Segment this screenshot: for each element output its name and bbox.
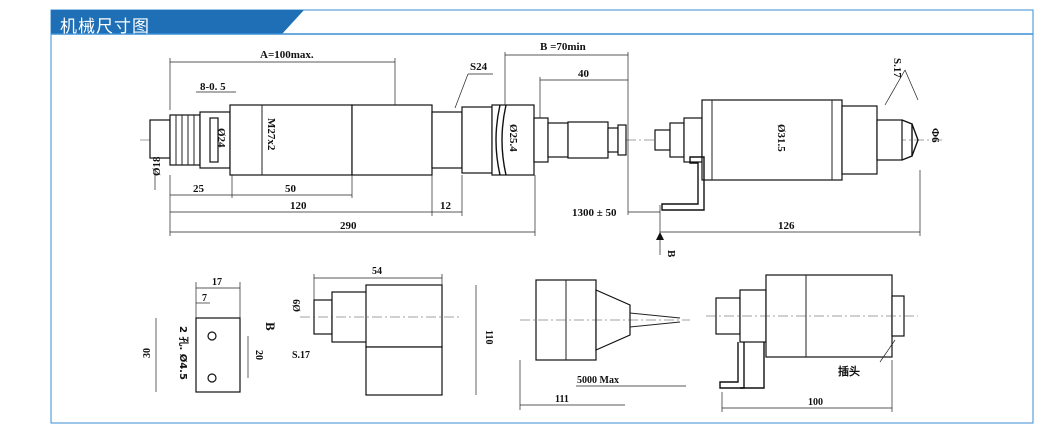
- title-tab: [51, 10, 304, 34]
- label-17: 17: [212, 277, 222, 288]
- label-8: 8-0. 5: [200, 81, 226, 93]
- label-126: 126: [778, 220, 795, 232]
- label-s17: S.17: [292, 350, 310, 361]
- label-d25-4: Ø25.4: [507, 124, 519, 152]
- label-m27: M27x2: [265, 118, 277, 151]
- page-title: 机械尺寸图: [60, 17, 150, 37]
- label-view-b: B: [665, 250, 677, 258]
- label-7: 7: [202, 293, 207, 304]
- label-plug: 插头: [838, 364, 860, 378]
- label-110: 110: [483, 330, 494, 344]
- frame-border: [50, 9, 1034, 424]
- label-d18: Ø18: [151, 156, 163, 176]
- bracket-plate-view: [155, 282, 249, 393]
- label-290: 290: [340, 220, 357, 232]
- label-100: 100: [808, 397, 823, 408]
- label-holes: 2 孔. Ø4.5: [177, 326, 190, 380]
- sensor-body-left: [149, 104, 627, 176]
- cable-plug-view: [519, 279, 690, 410]
- label-a-max: A=100max.: [260, 49, 314, 61]
- label-d31-5: Ø31.5: [775, 124, 787, 152]
- label-5000: 5000 Max: [577, 375, 619, 386]
- label-b-min: B =70min: [540, 41, 586, 53]
- sensor-side-view: [706, 274, 918, 412]
- top-dimensions: [154, 52, 921, 255]
- label-12: 12: [440, 200, 452, 212]
- connector-side-view: [300, 274, 477, 396]
- label-s24: S24: [470, 61, 488, 73]
- label-view-b-2: B: [263, 322, 278, 331]
- label-d6: Φ6: [929, 128, 941, 143]
- label-54: 54: [372, 266, 382, 277]
- label-25: 25: [193, 183, 205, 195]
- label-40: 40: [578, 68, 590, 80]
- label-120: 120: [290, 200, 307, 212]
- label-30: 30: [142, 348, 153, 358]
- label-111: 111: [555, 394, 569, 405]
- label-1300: 1300 ± 50: [572, 207, 617, 219]
- label-s17-right: S.17: [891, 58, 903, 78]
- label-20: 20: [253, 350, 264, 360]
- label-d24: Ø24: [215, 128, 227, 148]
- sensor-body-right: [654, 99, 919, 211]
- label-d9: Ø9: [292, 299, 303, 312]
- label-50: 50: [285, 183, 297, 195]
